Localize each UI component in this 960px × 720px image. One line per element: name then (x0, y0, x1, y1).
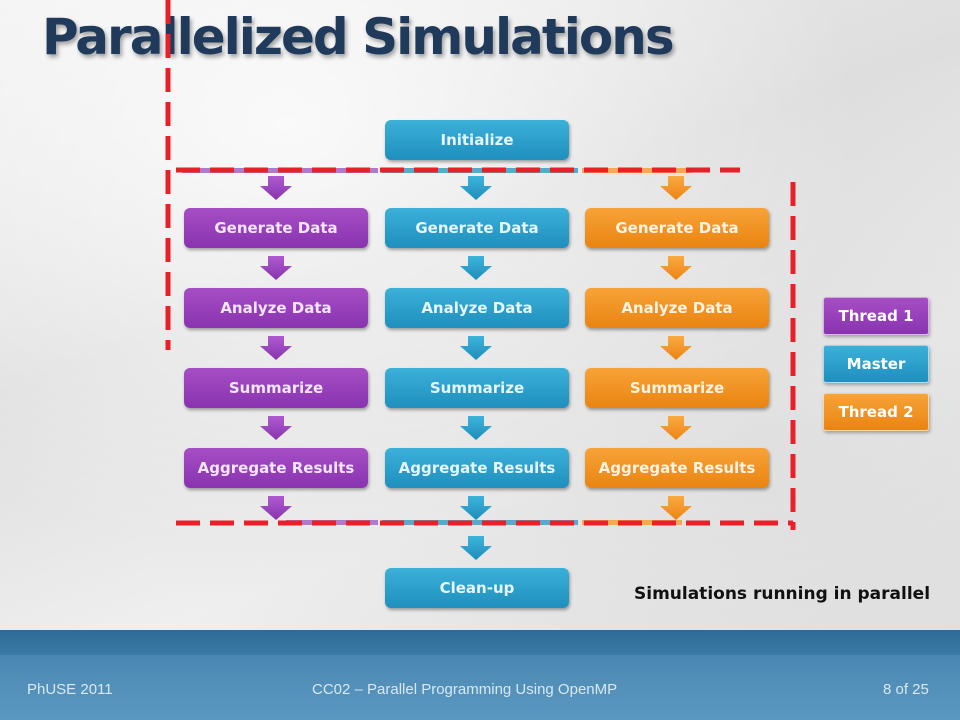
clean-up-box: Clean-up (385, 568, 569, 608)
master-analyze-data-box: Analyze Data (385, 288, 569, 328)
legend-thread2: Thread 2 (823, 393, 929, 431)
thread2-summarize-box: Summarize (585, 368, 769, 408)
thread1-aggregate-results-box: Aggregate Results (184, 448, 368, 488)
arrow-icon (460, 176, 492, 200)
split-bar-master (382, 168, 578, 173)
thread1-analyze-data-box: Analyze Data (184, 288, 368, 328)
master-summarize-box: Summarize (385, 368, 569, 408)
initialize-box: Initialize (385, 120, 569, 160)
master-aggregate-results-box: Aggregate Results (385, 448, 569, 488)
footer-conference: PhUSE 2011 (27, 681, 113, 698)
arrow-icon (260, 176, 292, 200)
caption-text: Simulations running in parallel (634, 584, 931, 604)
thread1-generate-data-box: Generate Data (184, 208, 368, 248)
footer-page-number: 8 of 25 (883, 681, 929, 698)
arrow-icon (660, 496, 692, 520)
arrow-icon (660, 336, 692, 360)
arrow-icon (260, 176, 292, 520)
arrow-icon (660, 416, 692, 440)
thread2-aggregate-results-box: Aggregate Results (585, 448, 769, 488)
arrow-icon (260, 336, 292, 360)
arrow-icon (460, 256, 492, 280)
arrow-icon (460, 416, 492, 440)
arrow-icon (260, 496, 292, 520)
thread2-analyze-data-box: Analyze Data (585, 288, 769, 328)
thread2-generate-data-box: Generate Data (585, 208, 769, 248)
arrow-icon (460, 336, 492, 360)
arrow-icon (460, 496, 492, 520)
flow-connectors (165, 0, 796, 560)
slide-title: Parallelized Simulations (42, 8, 675, 66)
arrow-icon (460, 176, 492, 560)
arrow-icon (460, 536, 492, 560)
arrow-icon (260, 256, 292, 280)
footer-band (0, 655, 960, 720)
arrow-icon (660, 176, 692, 200)
master-generate-data-box: Generate Data (385, 208, 569, 248)
legend-master: Master (823, 345, 929, 383)
join-bar-master (382, 520, 578, 525)
legend-thread1: Thread 1 (823, 297, 929, 335)
arrow-icon (660, 256, 692, 280)
footer-presentation-title: CC02 – Parallel Programming Using OpenMP (312, 681, 618, 698)
arrow-icon (660, 176, 692, 520)
thread1-summarize-box: Summarize (184, 368, 368, 408)
arrow-icon (260, 416, 292, 440)
